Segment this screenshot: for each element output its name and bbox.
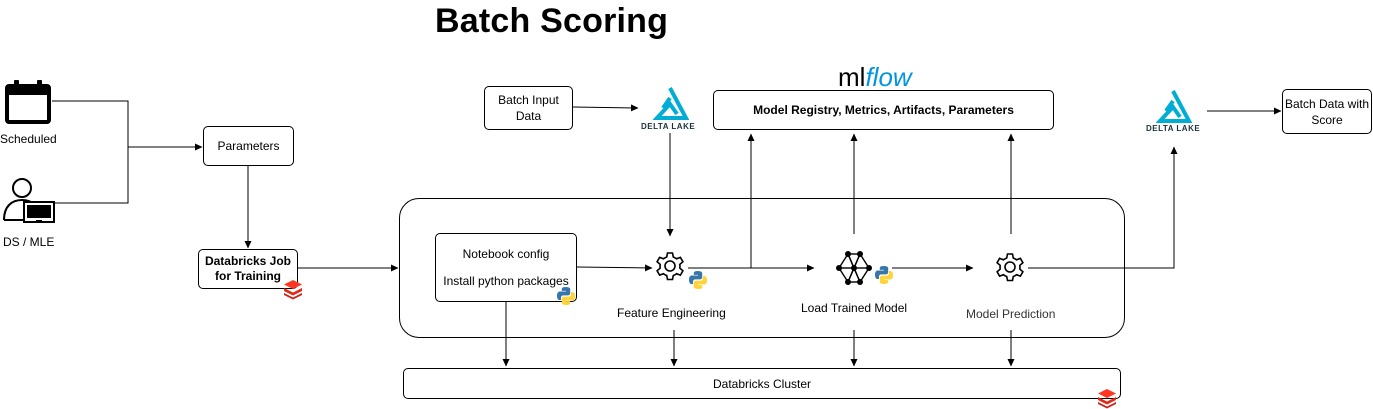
batch-input-box: Batch Input Data: [484, 86, 573, 130]
parameters-box: Parameters: [203, 126, 294, 166]
delta-lake-icon: [653, 87, 689, 120]
delta-lake-label-input: DELTA LAKE: [641, 122, 696, 131]
python-icon: [689, 271, 707, 289]
user-computer-icon: [3, 178, 55, 223]
batch-output-box: Batch Data with Score: [1282, 89, 1372, 134]
databricks-cluster-box: Databricks Cluster: [403, 368, 1121, 399]
neural-network-icon: [836, 251, 872, 285]
mlflow-logo-ml: ml: [838, 62, 866, 92]
model-prediction-label: Model Prediction: [966, 307, 1056, 321]
load-model-label: Load Trained Model: [801, 301, 908, 315]
page-title: Batch Scoring: [435, 2, 669, 40]
model-registry-label: Model Registry, Metrics, Artifacts, Para…: [753, 103, 1014, 117]
delta-lake-icon: [1156, 90, 1192, 123]
ds-mle-label: DS / MLE: [3, 235, 55, 249]
calendar-icon: [5, 80, 51, 124]
mlflow-logo: mlflow: [838, 62, 912, 92]
batch-input-line1: Batch Input: [498, 93, 559, 107]
parameters-label: Parameters: [217, 139, 280, 153]
job-label-line1: Databricks Job: [204, 254, 292, 268]
databricks-icon: [284, 280, 302, 300]
gear-icon: [656, 252, 684, 281]
scheduled-label: Scheduled: [0, 132, 57, 146]
databricks-icon: [1098, 389, 1116, 409]
model-registry-box: Model Registry, Metrics, Artifacts, Para…: [713, 90, 1054, 130]
databricks-job-box: Databricks Job for Training: [198, 249, 298, 289]
notebook-box: Notebook config Install python packages: [435, 233, 577, 302]
gear-icon: [996, 253, 1024, 282]
install-packages-label: Install python packages: [443, 274, 569, 289]
job-label-line2: for Training: [215, 269, 281, 283]
python-icon: [557, 287, 575, 305]
feature-engineering-label: Feature Engineering: [617, 306, 726, 320]
pipeline-container: [399, 198, 1125, 338]
python-icon: [875, 266, 893, 284]
delta-lake-label-output: DELTA LAKE: [1146, 124, 1201, 133]
notebook-config-label: Notebook config: [462, 246, 550, 261]
batch-output-line1: Batch Data with: [1284, 96, 1370, 111]
batch-input-line2: Data: [515, 109, 542, 123]
mlflow-logo-flow: flow: [865, 62, 912, 92]
batch-output-line2: Score: [1311, 112, 1343, 127]
databricks-cluster-label: Databricks Cluster: [712, 376, 812, 391]
